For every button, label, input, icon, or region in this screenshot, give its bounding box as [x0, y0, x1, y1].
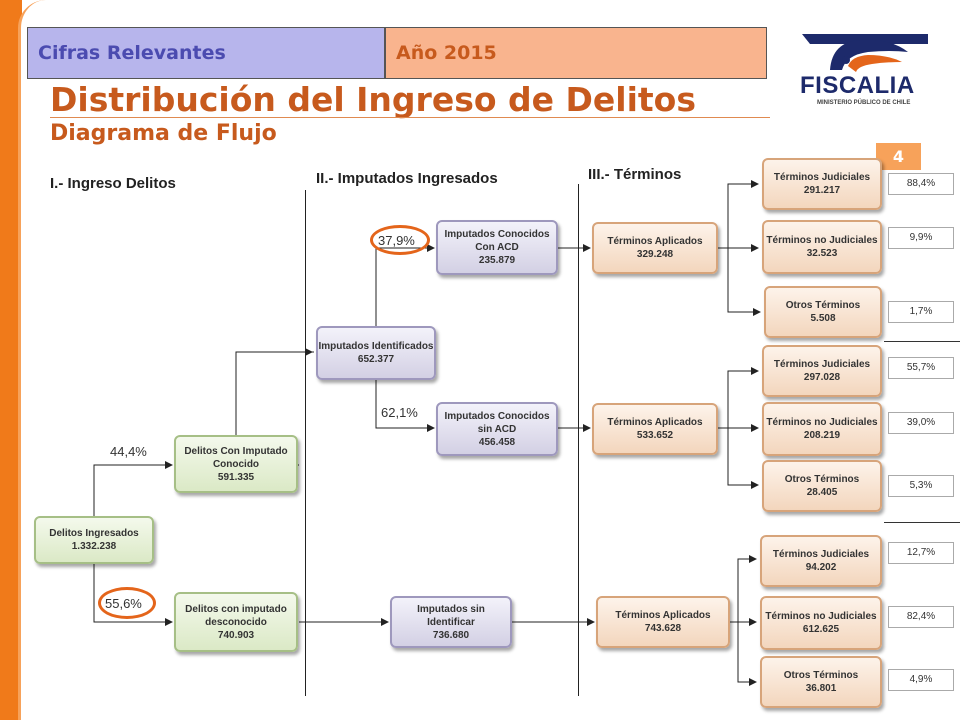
highlight-oval: [370, 225, 430, 255]
highlight-oval: [98, 587, 156, 619]
page-number-badge: 4: [876, 143, 921, 170]
pct-box: 9,9%: [888, 227, 954, 249]
pct-box: 5,3%: [888, 475, 954, 497]
pct-box: 39,0%: [888, 412, 954, 434]
pct-box: 1,7%: [888, 301, 954, 323]
left-accent-bar: [0, 0, 22, 720]
title-underline: [50, 117, 770, 118]
pct-box: 4,9%: [888, 669, 954, 691]
pct-box: 88,4%: [888, 173, 954, 195]
page-subtitle: Diagrama de Flujo: [50, 121, 277, 146]
fiscalia-logo-icon: [802, 34, 928, 72]
section-ingreso-delitos: I.- Ingreso Delitos: [50, 175, 176, 192]
pct-con-acd: 37,9%: [378, 233, 415, 248]
pct-desconocido: 55,6%: [105, 596, 142, 611]
column-divider: [578, 184, 579, 696]
section-terminos: III.- Términos: [588, 166, 682, 183]
logo-subtitle: MINISTERIO PÚBLICO DE CHILE: [817, 100, 911, 106]
pct-sin-acd: 62,1%: [381, 405, 418, 420]
logo-text: FISCALIA: [800, 72, 915, 99]
pct-box: 12,7%: [888, 542, 954, 564]
tab-cifras-relevantes[interactable]: Cifras Relevantes: [27, 27, 385, 79]
right-separator: [884, 522, 960, 523]
column-divider: [305, 190, 306, 696]
tab-anio[interactable]: Año 2015: [385, 27, 767, 79]
left-accent-curve: [18, 0, 51, 720]
page-title: Distribución del Ingreso de Delitos: [50, 80, 696, 119]
right-separator: [884, 341, 960, 342]
pct-box: 55,7%: [888, 357, 954, 379]
pct-con-imputado: 44,4%: [110, 444, 147, 459]
pct-box: 82,4%: [888, 606, 954, 628]
section-imputados-ingresados: II.- Imputados Ingresados: [316, 170, 498, 187]
